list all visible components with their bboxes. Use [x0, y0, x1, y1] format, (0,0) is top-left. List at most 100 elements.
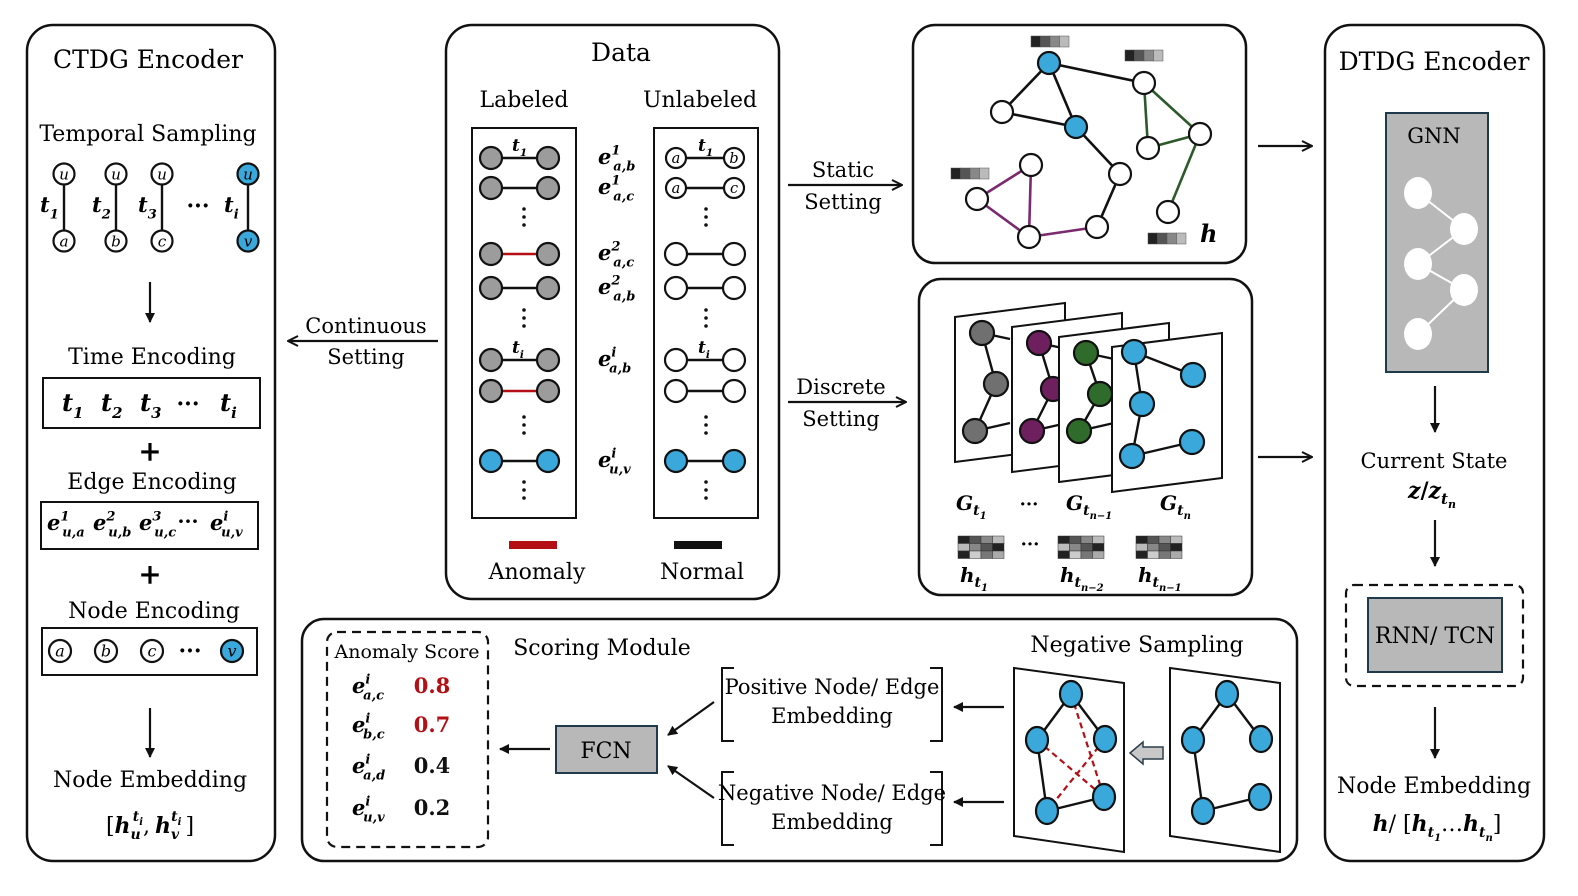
- dots-unlabeled: [704, 496, 708, 500]
- feature-cell: [1143, 49, 1154, 62]
- static-graph-panel: h: [911, 23, 1248, 265]
- sample-time: t1: [40, 192, 59, 222]
- labeled-node: [478, 275, 504, 301]
- math-base: e: [598, 174, 611, 199]
- feature-cell: [1176, 232, 1187, 245]
- labeled-time: ti: [512, 338, 524, 361]
- math-base: t: [220, 388, 231, 417]
- static-node: [989, 99, 1015, 125]
- unlabeled-node: [663, 378, 689, 404]
- sample-node: [1190, 796, 1216, 826]
- feature-cell: [1134, 49, 1145, 62]
- feature-cell: [1059, 35, 1070, 48]
- labeled-node: [478, 347, 504, 373]
- labeled-title: Labeled: [480, 88, 569, 113]
- sample-node: [1092, 724, 1118, 754]
- feature-cell: [969, 167, 980, 180]
- g-sub: t: [1177, 503, 1184, 519]
- data-row: [522, 480, 708, 500]
- node-letter: a: [672, 181, 681, 197]
- matrix-cell: [1147, 535, 1160, 544]
- dots-labeled: [522, 423, 526, 427]
- unlabeled-node: [721, 448, 747, 474]
- node-item-ellipsis: ···: [179, 638, 202, 664]
- unlabeled-node: [722, 146, 746, 170]
- dots-labeled: [522, 415, 526, 419]
- rnn-dashed-frame: [1344, 583, 1525, 688]
- matrix-cell: [957, 543, 970, 552]
- negative-embedding-line1: Negative Node/ Edge: [718, 781, 946, 805]
- node-item: [139, 638, 165, 664]
- snapshot-node: [982, 370, 1010, 398]
- gnn-label: GNN: [1407, 124, 1461, 148]
- math-base: e: [598, 144, 611, 169]
- g-base: G: [956, 491, 973, 515]
- legend-swatch: [674, 541, 722, 549]
- sample-node: [1248, 724, 1274, 754]
- snapshot-node: [968, 319, 996, 347]
- math-sup: i: [365, 712, 370, 727]
- node-letter: u: [111, 165, 121, 183]
- dots-labeled: [522, 316, 526, 320]
- negative-edge: [1069, 693, 1106, 798]
- unlabeled-node: [664, 146, 688, 170]
- scoring-module-title: Scoring Module: [513, 636, 691, 661]
- legend-item: Normal: [660, 541, 744, 585]
- sample-node-top: [150, 162, 174, 186]
- math-sub: 3: [148, 207, 157, 222]
- positive-bracket-right: [930, 667, 943, 742]
- unlabeled-time: t1: [698, 136, 713, 159]
- h-ellipsis: ···: [1021, 534, 1040, 555]
- static-edge: [1048, 61, 1145, 85]
- positive-embedding-line1: Positive Node/ Edge: [725, 675, 940, 699]
- math-sub: u,b: [108, 525, 131, 540]
- node-letter: b: [111, 232, 121, 250]
- bracket-close: ]: [1493, 812, 1502, 837]
- math-base: t: [140, 388, 151, 417]
- matrix-cell: [980, 535, 993, 544]
- legend-swatch: [509, 541, 557, 549]
- unlabeled-node: [721, 241, 747, 267]
- node-letter: v: [227, 642, 236, 661]
- node-letter: u: [59, 165, 69, 183]
- dots: …: [1441, 812, 1463, 837]
- continuous-setting-label: Setting: [327, 345, 404, 369]
- hidden-state: [1057, 535, 1105, 559]
- unlabeled-node: [663, 275, 689, 301]
- math-sub: a,b: [613, 159, 635, 174]
- score-value: 0.4: [414, 753, 451, 778]
- sample-node: [1214, 679, 1240, 709]
- time-encoding-label: Time Encoding: [68, 345, 236, 370]
- labeled-node: [535, 378, 561, 404]
- static-setting-label: Setting: [804, 190, 881, 214]
- snapshot-label: Gtn: [1160, 491, 1191, 522]
- sampling-block-arrow: [1128, 740, 1164, 766]
- feature-cell: [1040, 35, 1051, 48]
- dots-labeled: [522, 480, 526, 484]
- sample-node-top: [236, 162, 260, 186]
- matrix-cell: [1170, 550, 1183, 559]
- math-sub: 1: [50, 207, 59, 222]
- legend-item: Anomaly: [488, 541, 586, 585]
- z-sub: t: [1441, 490, 1448, 508]
- slash: /: [1421, 478, 1430, 504]
- static-node: [1036, 50, 1062, 76]
- math-sup: i: [365, 753, 370, 768]
- h-sub-sub: n−2: [1081, 583, 1104, 594]
- matrix-cell: [1069, 543, 1082, 552]
- continuous-setting-arrow: Continuous Setting: [288, 314, 438, 369]
- data-legend: Anomaly Normal: [488, 541, 744, 585]
- sample-time: t3: [138, 192, 157, 222]
- g-sub: t: [1083, 503, 1090, 519]
- matrix-cell: [1069, 550, 1082, 559]
- dots-unlabeled: [704, 480, 708, 484]
